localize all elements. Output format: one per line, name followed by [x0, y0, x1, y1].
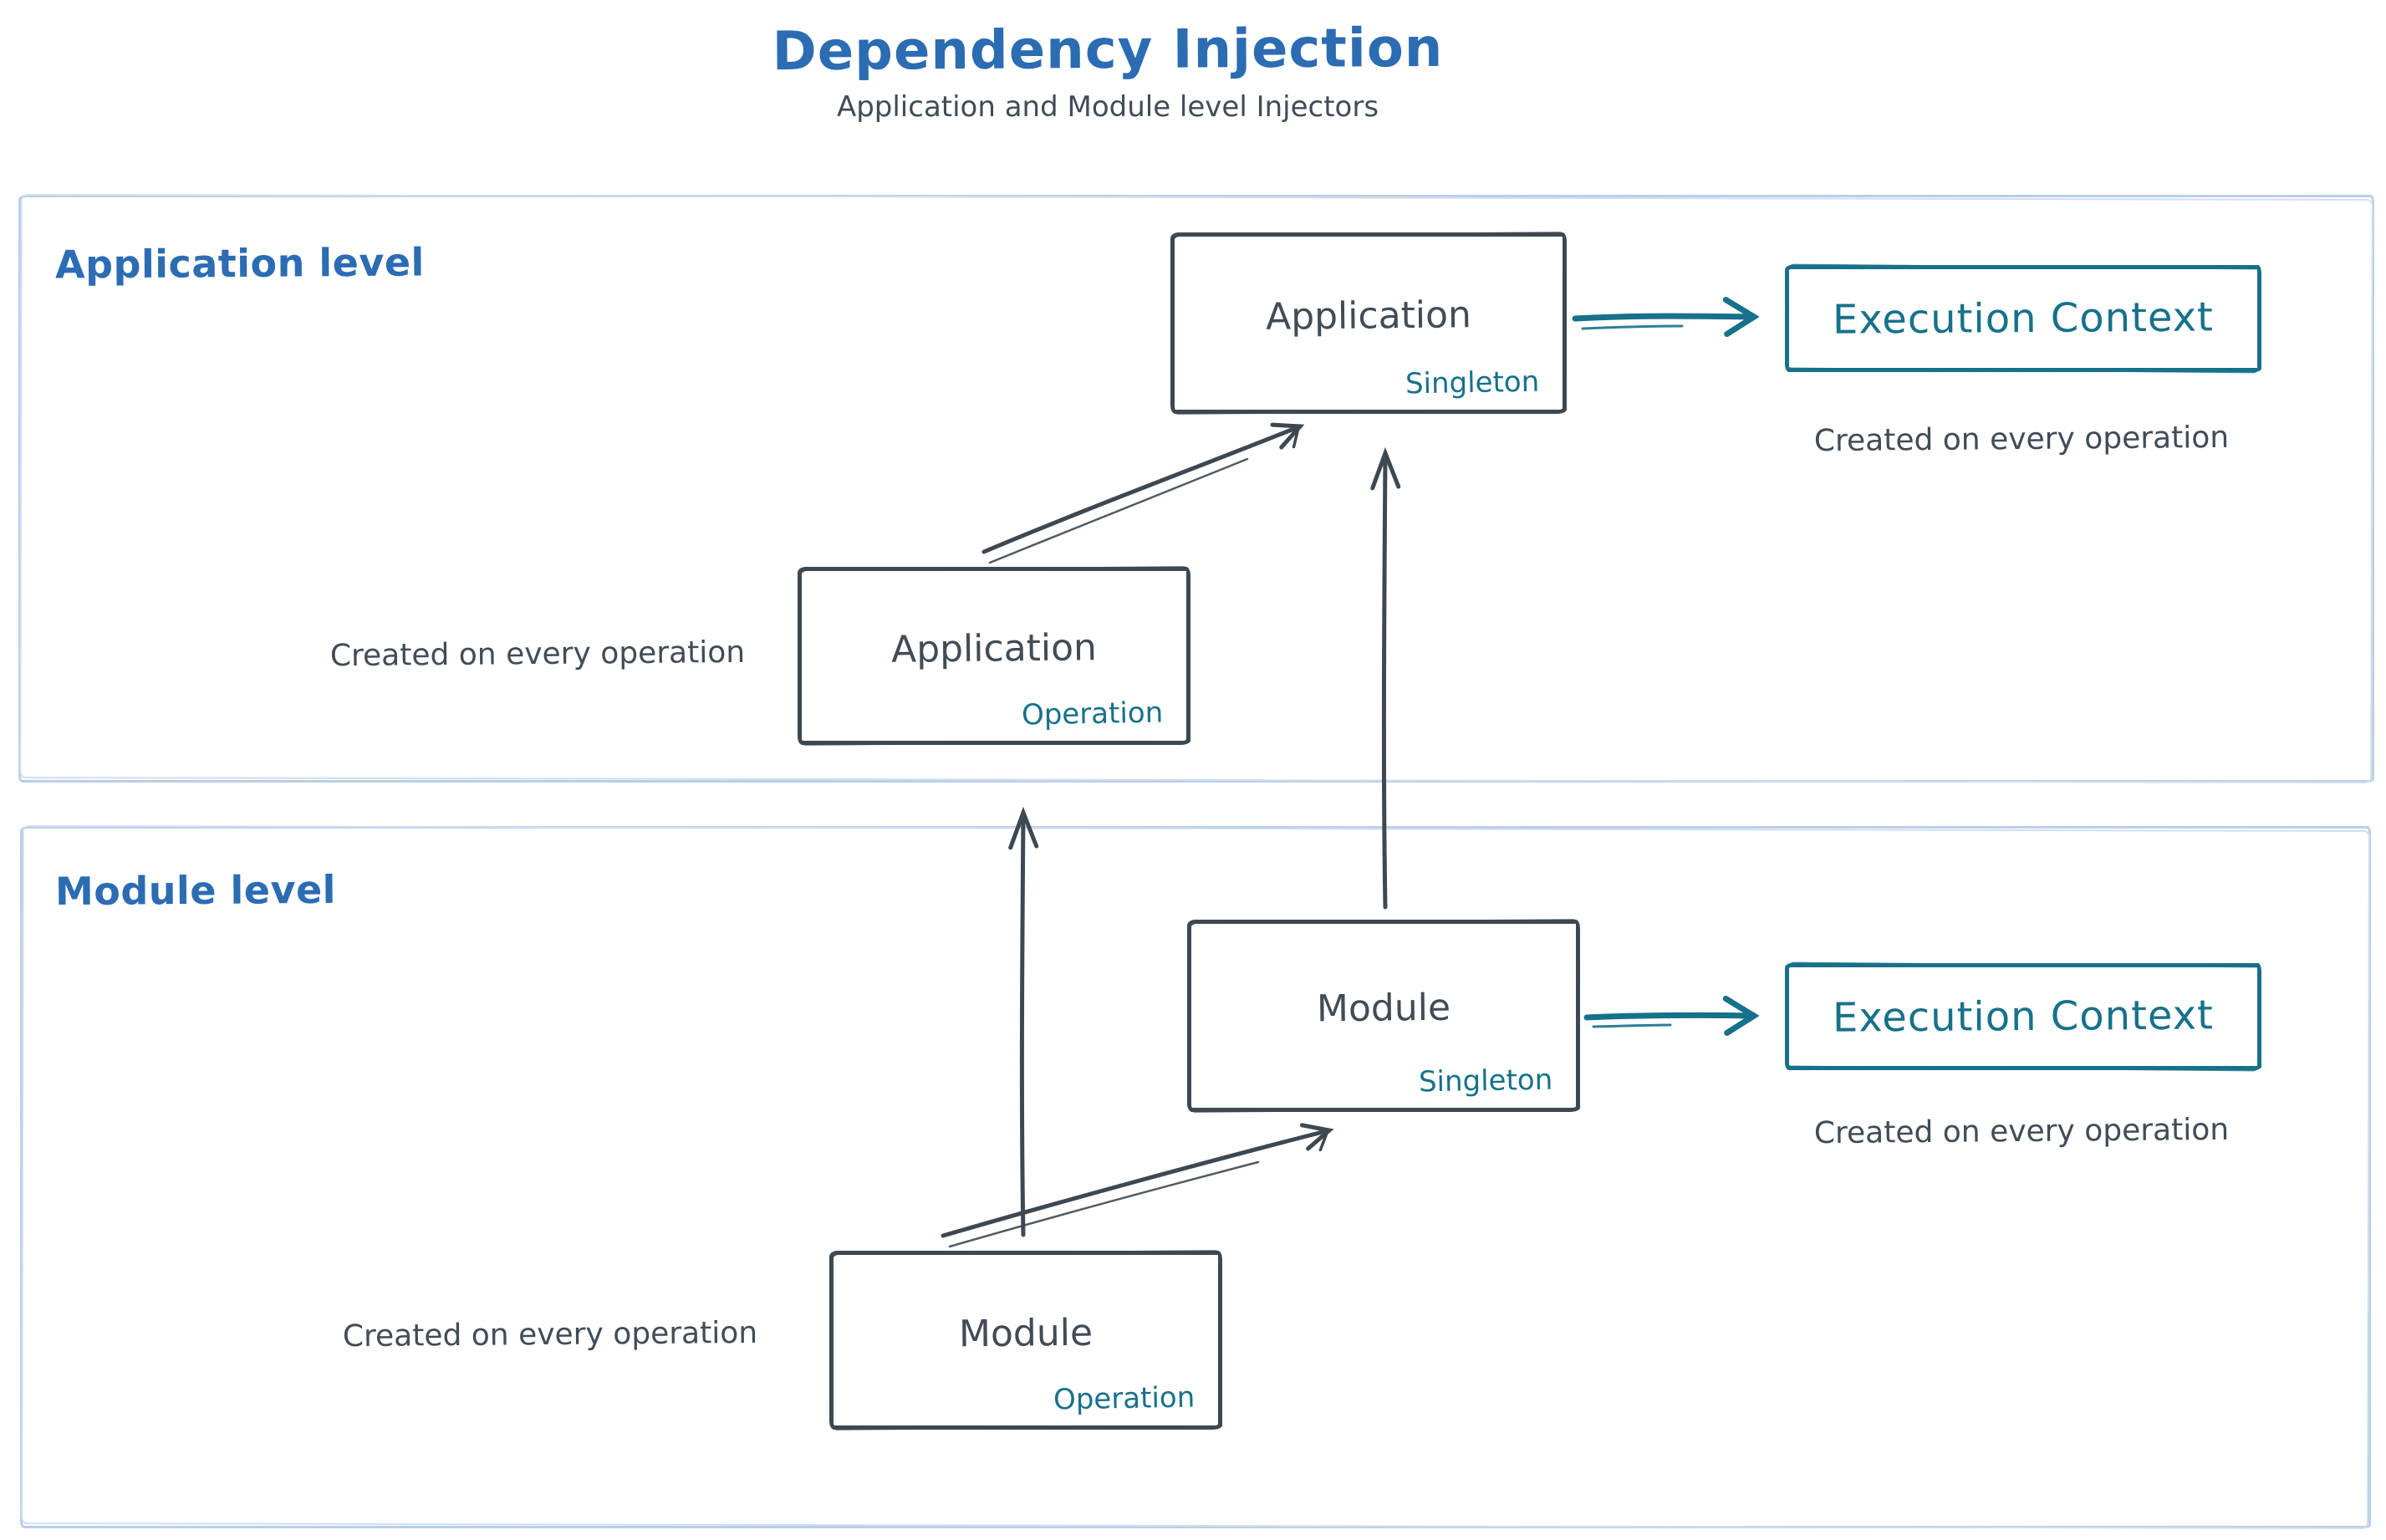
box-title: Module — [1316, 986, 1451, 1031]
module-execution-caption: Created on every operation — [1813, 1112, 2230, 1151]
application-operation-box: Application Operation — [798, 567, 1190, 745]
execution-context-label: Execution Context — [1832, 293, 2215, 344]
module-operation-box: Module Operation — [829, 1251, 1222, 1430]
diagram-subtitle: Application and Module level Injectors — [836, 90, 1379, 124]
box-scope-label: Singleton — [1418, 1063, 1553, 1099]
module-level-label: Module level — [54, 866, 337, 915]
box-title: Module — [958, 1311, 1094, 1356]
diagram-header: Dependency Injection Application and Mod… — [769, 0, 1446, 124]
module-level-panel — [20, 826, 2371, 1528]
diagram-title: Dependency Injection — [772, 17, 1444, 84]
module-singleton-box: Module Singleton — [1187, 920, 1580, 1112]
execution-context-label: Execution Context — [1832, 992, 2215, 1042]
application-singleton-box: Application Singleton — [1170, 232, 1567, 414]
application-level-label: Application level — [54, 239, 426, 288]
box-scope-label: Singleton — [1405, 365, 1540, 401]
module-operation-caption: Created on every operation — [342, 1315, 758, 1354]
application-execution-caption: Created on every operation — [1813, 420, 2230, 459]
application-execution-context-box: Execution Context — [1785, 265, 2261, 372]
box-title: Application — [1265, 293, 1472, 339]
module-execution-context-box: Execution Context — [1785, 963, 2261, 1070]
application-level-panel — [18, 195, 2374, 783]
box-title: Application — [890, 626, 1098, 672]
application-operation-caption: Created on every operation — [329, 635, 746, 674]
box-scope-label: Operation — [1021, 696, 1164, 732]
box-scope-label: Operation — [1053, 1380, 1196, 1417]
